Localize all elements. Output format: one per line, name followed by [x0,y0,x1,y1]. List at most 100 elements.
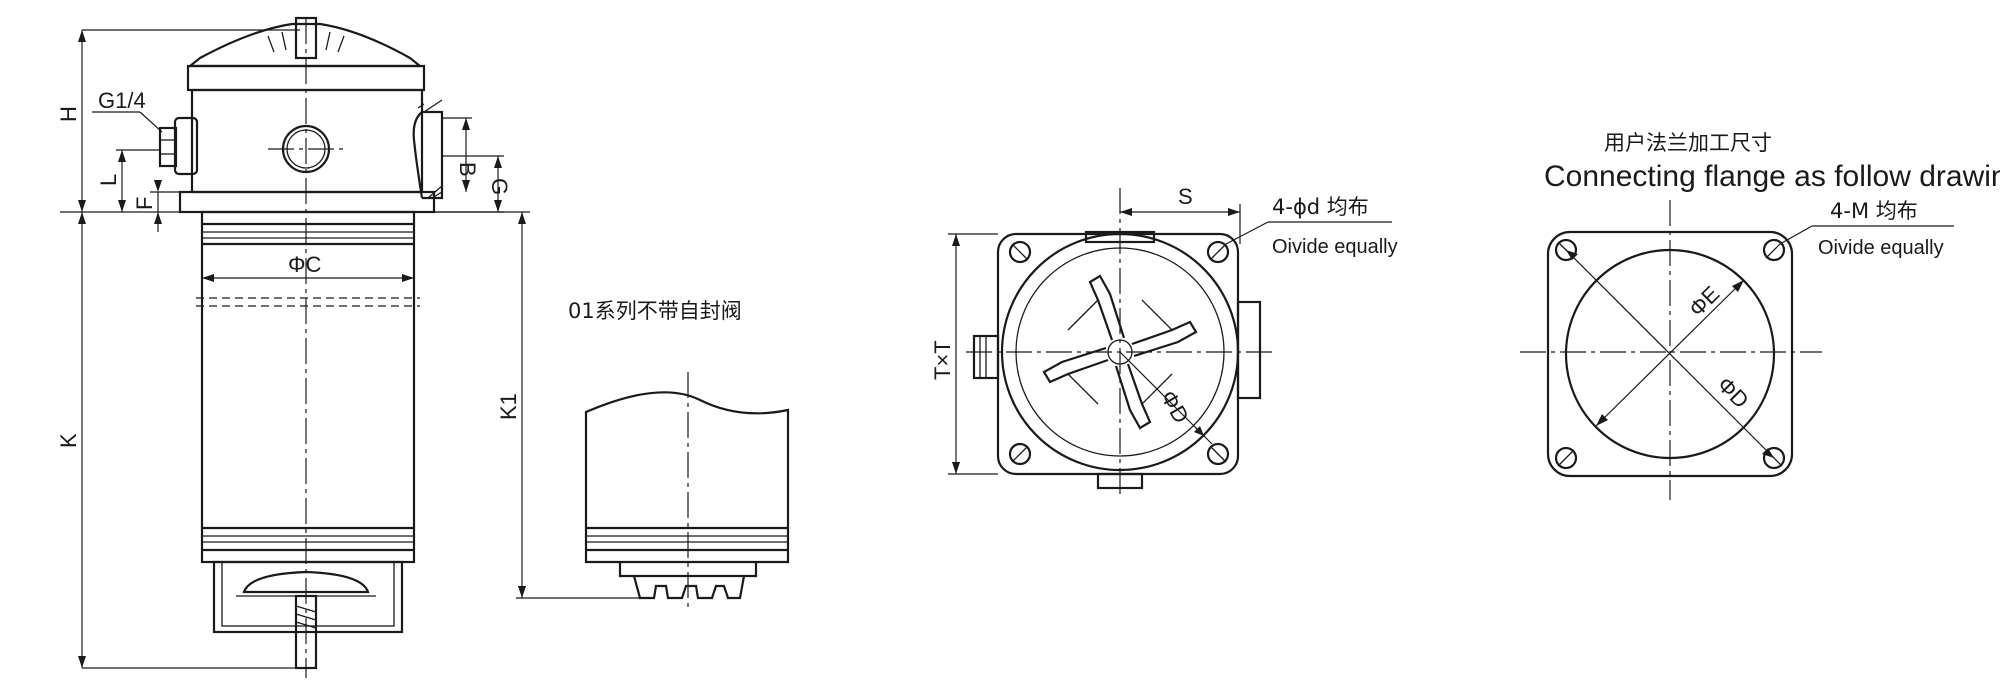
variant-base [618,562,758,578]
tapped-hole [1762,238,1786,262]
rib-curve [1067,299,1099,331]
plug-body [173,116,199,176]
label-F: F [132,197,157,210]
arrow [78,212,86,224]
label-K: K [56,433,81,448]
arrow [1762,448,1774,458]
arrow [494,156,502,168]
thread [295,621,317,629]
arrow [1596,414,1608,426]
flange-title-cn: 用户法兰加工尺寸 [1604,131,1772,155]
dim-line-D-flange [1565,249,1775,459]
top-lug [1084,230,1156,244]
variant-bottom-ribs [632,575,746,600]
arrow [1566,250,1578,260]
arrow [518,586,526,598]
label-E: ΦE [1684,281,1724,321]
arrow [118,150,126,162]
leader-holes-flange [1779,225,1813,245]
label-S: S [1178,184,1193,209]
arrow [202,274,214,282]
arrow [78,30,86,42]
outlet-break [412,111,424,199]
rib [1088,274,1126,341]
thread [295,605,317,613]
hole-cross [1011,243,1029,261]
arrow [1732,280,1744,292]
tapped-hole [1554,238,1578,262]
outlet-boss-top [1236,300,1262,400]
arrow [952,462,960,474]
variant-01-view [584,372,790,612]
flange-bore [1564,248,1776,460]
arrow [462,118,470,130]
bolt-hole [1008,442,1032,466]
label-C: ΦC [288,252,322,277]
holes-note-top: Oivide equally [1272,236,1398,258]
label-K1: K1 [496,393,521,420]
flange-title-en: Connecting flange as follow drawing [1544,160,2000,193]
label-G: G [487,178,512,195]
arrow [952,234,960,246]
arrow [1228,208,1240,216]
cap-rib [325,31,331,51]
thread [295,613,317,621]
cap-rib [267,35,275,53]
hole-cross [1209,243,1227,261]
cap-rib [281,31,287,51]
center-boss [1107,339,1133,365]
variant-bowl [584,391,790,564]
cap-rib [337,35,345,53]
arrow [518,212,526,224]
rib [1131,320,1198,358]
rib-curve [1141,299,1173,331]
label-B: B [455,162,480,177]
arrow [1120,208,1132,216]
rib-curve [1067,373,1099,405]
dim-line-D-top [1119,351,1213,445]
arrow [462,180,470,192]
outlet-hatch [417,103,425,109]
hole-cross [1765,241,1783,259]
arrow [154,180,162,192]
drain-stem [294,594,318,670]
hole-cross [1557,449,1575,467]
flange-outline [1546,230,1794,478]
holes-note-flange: Oivide equally [1818,237,1944,259]
outlet-boss [422,110,444,200]
bolt-hole [1206,442,1230,466]
filter-side-view [60,16,640,678]
label-L: L [96,174,121,186]
arrow [154,212,162,224]
outlet-hatch [423,99,443,113]
bolt-hole [1206,240,1230,264]
rib [1114,363,1152,430]
arrow [1194,426,1204,436]
drain-dome [242,570,370,594]
plug-top-line [979,335,987,379]
bolt-hole [1008,240,1032,264]
holes-label-flange: 4-M 均布 [1830,199,1918,223]
hole-cross [1011,445,1029,463]
arrow [118,200,126,212]
label-TxT: T×T [930,340,955,380]
flange-cutout-view [1520,200,1954,500]
tapped-hole [1762,446,1786,470]
holes-label-top: 4-ϕd 均布 [1272,195,1369,219]
mounting-flange [178,190,436,214]
plug-hex [158,126,178,168]
filter-head-body [190,88,424,194]
dome-cap [186,22,424,68]
arrow [78,200,86,212]
outer-body-circle [1000,232,1240,472]
arrow [494,200,502,212]
label-D-top: ΦD [1156,386,1194,427]
leader-holes [1225,221,1269,245]
inner-body-circle [1015,247,1225,457]
cap-handle [294,16,318,60]
cap-ribs [1042,274,1198,430]
filter-top-view [948,188,1392,498]
rib [1042,346,1109,384]
leader-G14 [139,111,163,133]
